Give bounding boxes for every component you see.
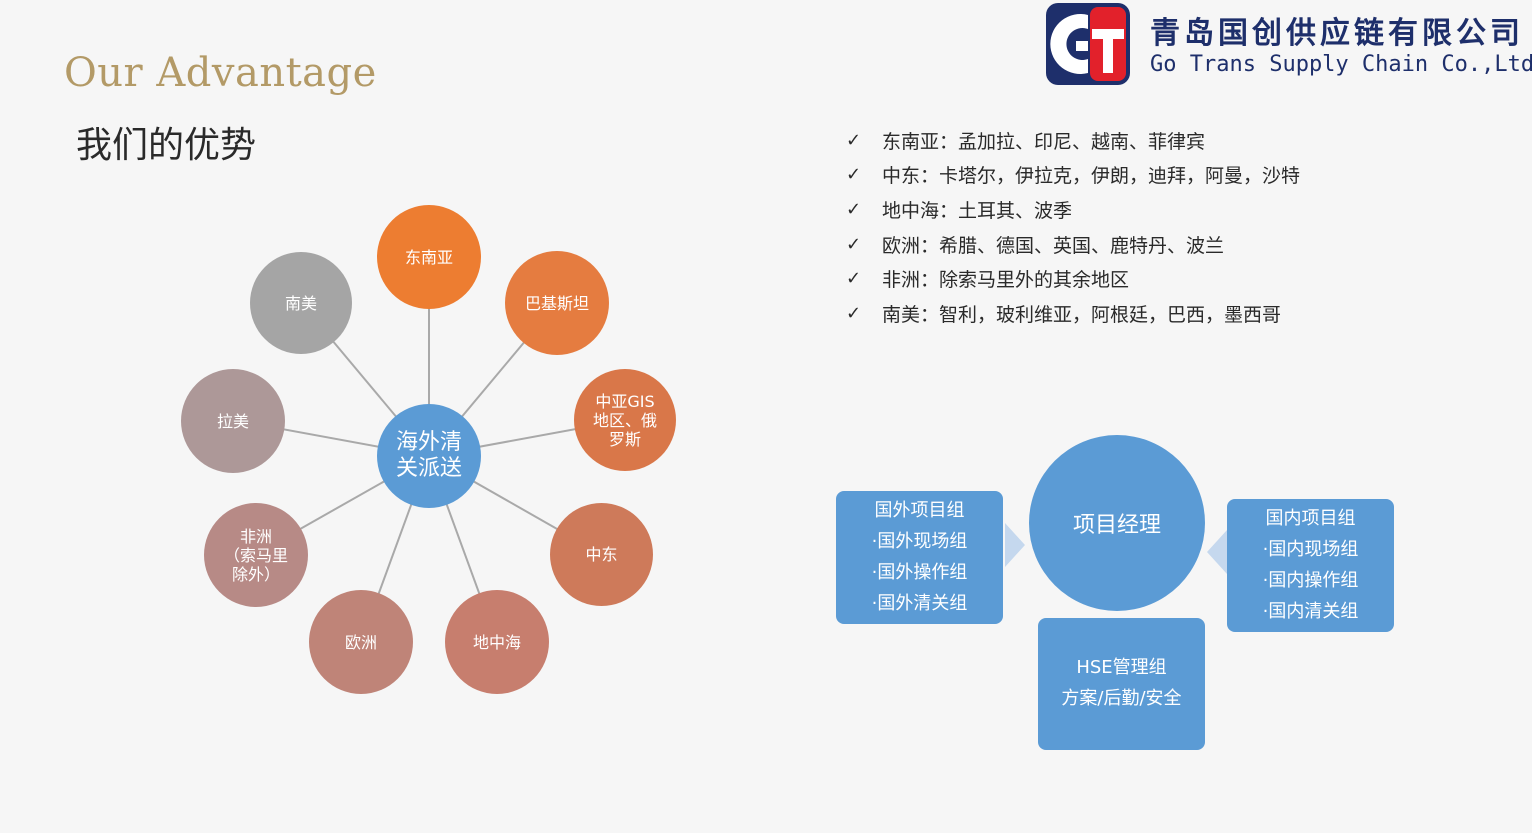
list-item: ✓ 非洲：除索马里外的其余地区 bbox=[846, 261, 1300, 296]
domestic-team-item: ·国内现场组 bbox=[1262, 539, 1359, 560]
overseas-team-box: 国外项目组 ·国外现场组 ·国外操作组 ·国外清关组 bbox=[836, 491, 1003, 624]
overseas-team-title: 国外项目组 bbox=[874, 500, 965, 521]
region-text: 东南亚：孟加拉、印尼、越南、菲律宾 bbox=[882, 130, 1206, 153]
bubble-mediterranean: 地中海 bbox=[445, 590, 549, 694]
region-text: 非洲：除索马里外的其余地区 bbox=[882, 269, 1130, 292]
overseas-team-item: ·国外清关组 bbox=[871, 593, 968, 614]
bubble-latin-america: 拉美 bbox=[181, 369, 285, 473]
bubble-africa: 非洲 （索马里 除外） bbox=[204, 503, 308, 607]
project-manager-node: 项目经理 bbox=[1029, 435, 1205, 611]
list-item: ✓ 中东：卡塔尔，伊拉克，伊朗，迪拜，阿曼，沙特 bbox=[846, 158, 1300, 193]
overseas-team-item: ·国外现场组 bbox=[871, 531, 968, 552]
domestic-team-title: 国内项目组 bbox=[1265, 508, 1356, 529]
bubble-south-america: 南美 bbox=[250, 252, 352, 354]
page-title-chinese: 我们的优势 bbox=[76, 125, 257, 166]
domestic-team-box: 国内项目组 ·国内现场组 ·国内操作组 ·国内清关组 bbox=[1227, 499, 1394, 632]
bubble-central-asia: 中亚GIS 地区、俄 罗斯 bbox=[574, 369, 676, 471]
check-icon: ✓ bbox=[846, 268, 862, 290]
check-icon: ✓ bbox=[846, 198, 862, 220]
domestic-team-item: ·国内操作组 bbox=[1262, 570, 1359, 591]
region-text: 南美：智利，玻利维亚，阿根廷，巴西，墨西哥 bbox=[882, 303, 1282, 326]
check-icon: ✓ bbox=[846, 233, 862, 255]
region-text: 地中海：土耳其、波季 bbox=[882, 199, 1073, 222]
page-title-english: Our Advantage bbox=[64, 50, 377, 96]
domestic-team-item: ·国内清关组 bbox=[1262, 601, 1359, 622]
company-logo-icon bbox=[1046, 3, 1130, 85]
region-text: 欧洲：希腊、德国、英国、鹿特丹、波兰 bbox=[882, 234, 1225, 257]
arrow-left-icon bbox=[1207, 530, 1227, 574]
arrow-right-icon bbox=[1005, 523, 1025, 567]
bubble-pakistan: 巴基斯坦 bbox=[505, 251, 609, 355]
hub-center: 海外清 关派送 bbox=[377, 404, 481, 508]
hse-team-title: HSE管理组 bbox=[1076, 657, 1167, 678]
region-text: 中东：卡塔尔，伊拉克，伊朗，迪拜，阿曼，沙特 bbox=[882, 165, 1301, 188]
hse-team-box: HSE管理组 方案/后勤/安全 bbox=[1038, 618, 1205, 750]
check-icon: ✓ bbox=[846, 129, 862, 151]
region-list: ✓ 东南亚：孟加拉、印尼、越南、菲律宾 ✓ 中东：卡塔尔，伊拉克，伊朗，迪拜，阿曼，… bbox=[846, 123, 1300, 331]
bubble-middle-east: 中东 bbox=[550, 503, 653, 606]
list-item: ✓ 欧洲：希腊、德国、英国、鹿特丹、波兰 bbox=[846, 227, 1300, 262]
list-item: ✓ 地中海：土耳其、波季 bbox=[846, 192, 1300, 227]
overseas-team-item: ·国外操作组 bbox=[871, 562, 968, 583]
list-item: ✓ 南美：智利，玻利维亚，阿根廷，巴西，墨西哥 bbox=[846, 296, 1300, 331]
check-icon: ✓ bbox=[846, 164, 862, 186]
bubble-europe: 欧洲 bbox=[309, 590, 413, 694]
company-name-chinese: 青岛国创供应链有限公司 bbox=[1150, 16, 1524, 51]
hse-team-sub: 方案/后勤/安全 bbox=[1061, 688, 1182, 709]
check-icon: ✓ bbox=[846, 302, 862, 324]
company-name-english: Go Trans Supply Chain Co.,Ltd. bbox=[1150, 52, 1532, 77]
bubble-southeast-asia: 东南亚 bbox=[377, 205, 481, 309]
list-item: ✓ 东南亚：孟加拉、印尼、越南、菲律宾 bbox=[846, 123, 1300, 158]
